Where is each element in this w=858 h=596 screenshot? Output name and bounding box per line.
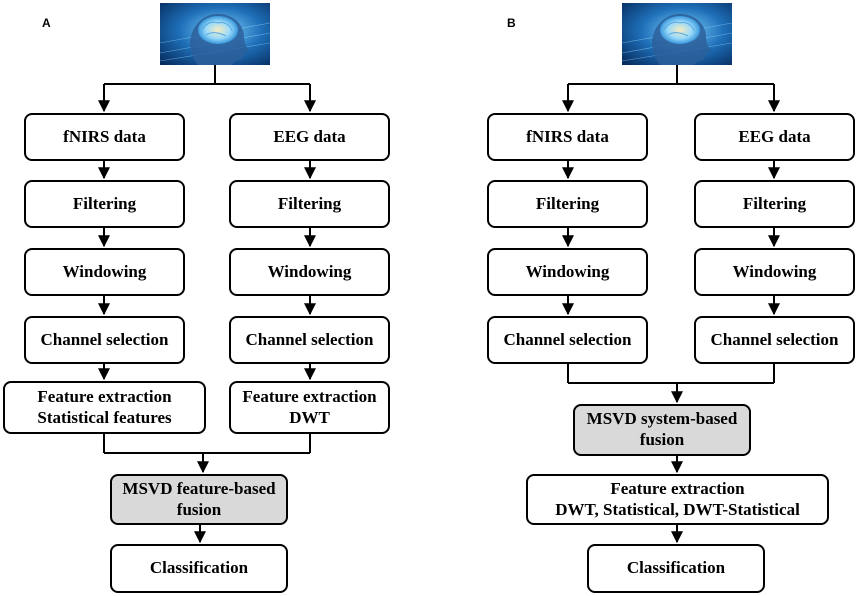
a-msvd-feature-based-fusion-box: MSVD feature-based fusion [110,474,288,525]
a-channel-selection-right-box: Channel selection [229,316,390,364]
b-connectors [562,65,780,544]
a-feature-extraction-dwt-box: Feature extraction DWT [229,381,390,434]
a-fusion-line-2: fusion [176,499,222,519]
b-eeg-data-box: EEG data [694,113,855,161]
b-feature-line-2: DWT, Statistical, DWT-Statistical [555,499,800,519]
b-filtering-left-box: Filtering [487,180,648,228]
a-fnirs-data-box: fNIRS data [24,113,185,161]
b-filtering-right-box: Filtering [694,180,855,228]
brain-head-icon [160,3,270,65]
a-feature-extraction-statistical-box: Feature extraction Statistical features [3,381,206,434]
a-feature-left-line-2: Statistical features [37,407,172,427]
b-channel-selection-left-box: Channel selection [487,316,648,364]
a-windowing-right-box: Windowing [229,248,390,296]
panel-b-label: B [507,16,516,30]
b-feature-line-1: Feature extraction [610,478,745,498]
a-windowing-left-box: Windowing [24,248,185,296]
b-fusion-line-1: MSVD system-based [586,409,738,429]
a-eeg-data-box: EEG data [229,113,390,161]
a-feature-right-line-2: DWT [289,407,330,427]
a-filtering-left-box: Filtering [24,180,185,228]
b-fnirs-data-box: fNIRS data [487,113,648,161]
a-feature-right-line-1: Feature extraction [242,386,377,406]
a-fusion-line-1: MSVD feature-based [122,478,276,498]
b-classification-box: Classification [587,544,765,593]
a-filtering-right-box: Filtering [229,180,390,228]
b-channel-selection-right-box: Channel selection [694,316,855,364]
b-windowing-left-box: Windowing [487,248,648,296]
b-feature-extraction-box: Feature extraction DWT, Statistical, DWT… [526,474,829,525]
a-feature-left-line-1: Feature extraction [37,386,172,406]
a-channel-selection-left-box: Channel selection [24,316,185,364]
a-classification-box: Classification [110,544,288,593]
panel-a-label: A [42,16,51,30]
brain-head-icon [622,3,732,65]
b-fusion-line-2: fusion [639,430,685,449]
b-msvd-system-based-fusion-box: MSVD system-based fusion [573,404,751,456]
b-windowing-right-box: Windowing [694,248,855,296]
a-connectors [98,65,316,544]
